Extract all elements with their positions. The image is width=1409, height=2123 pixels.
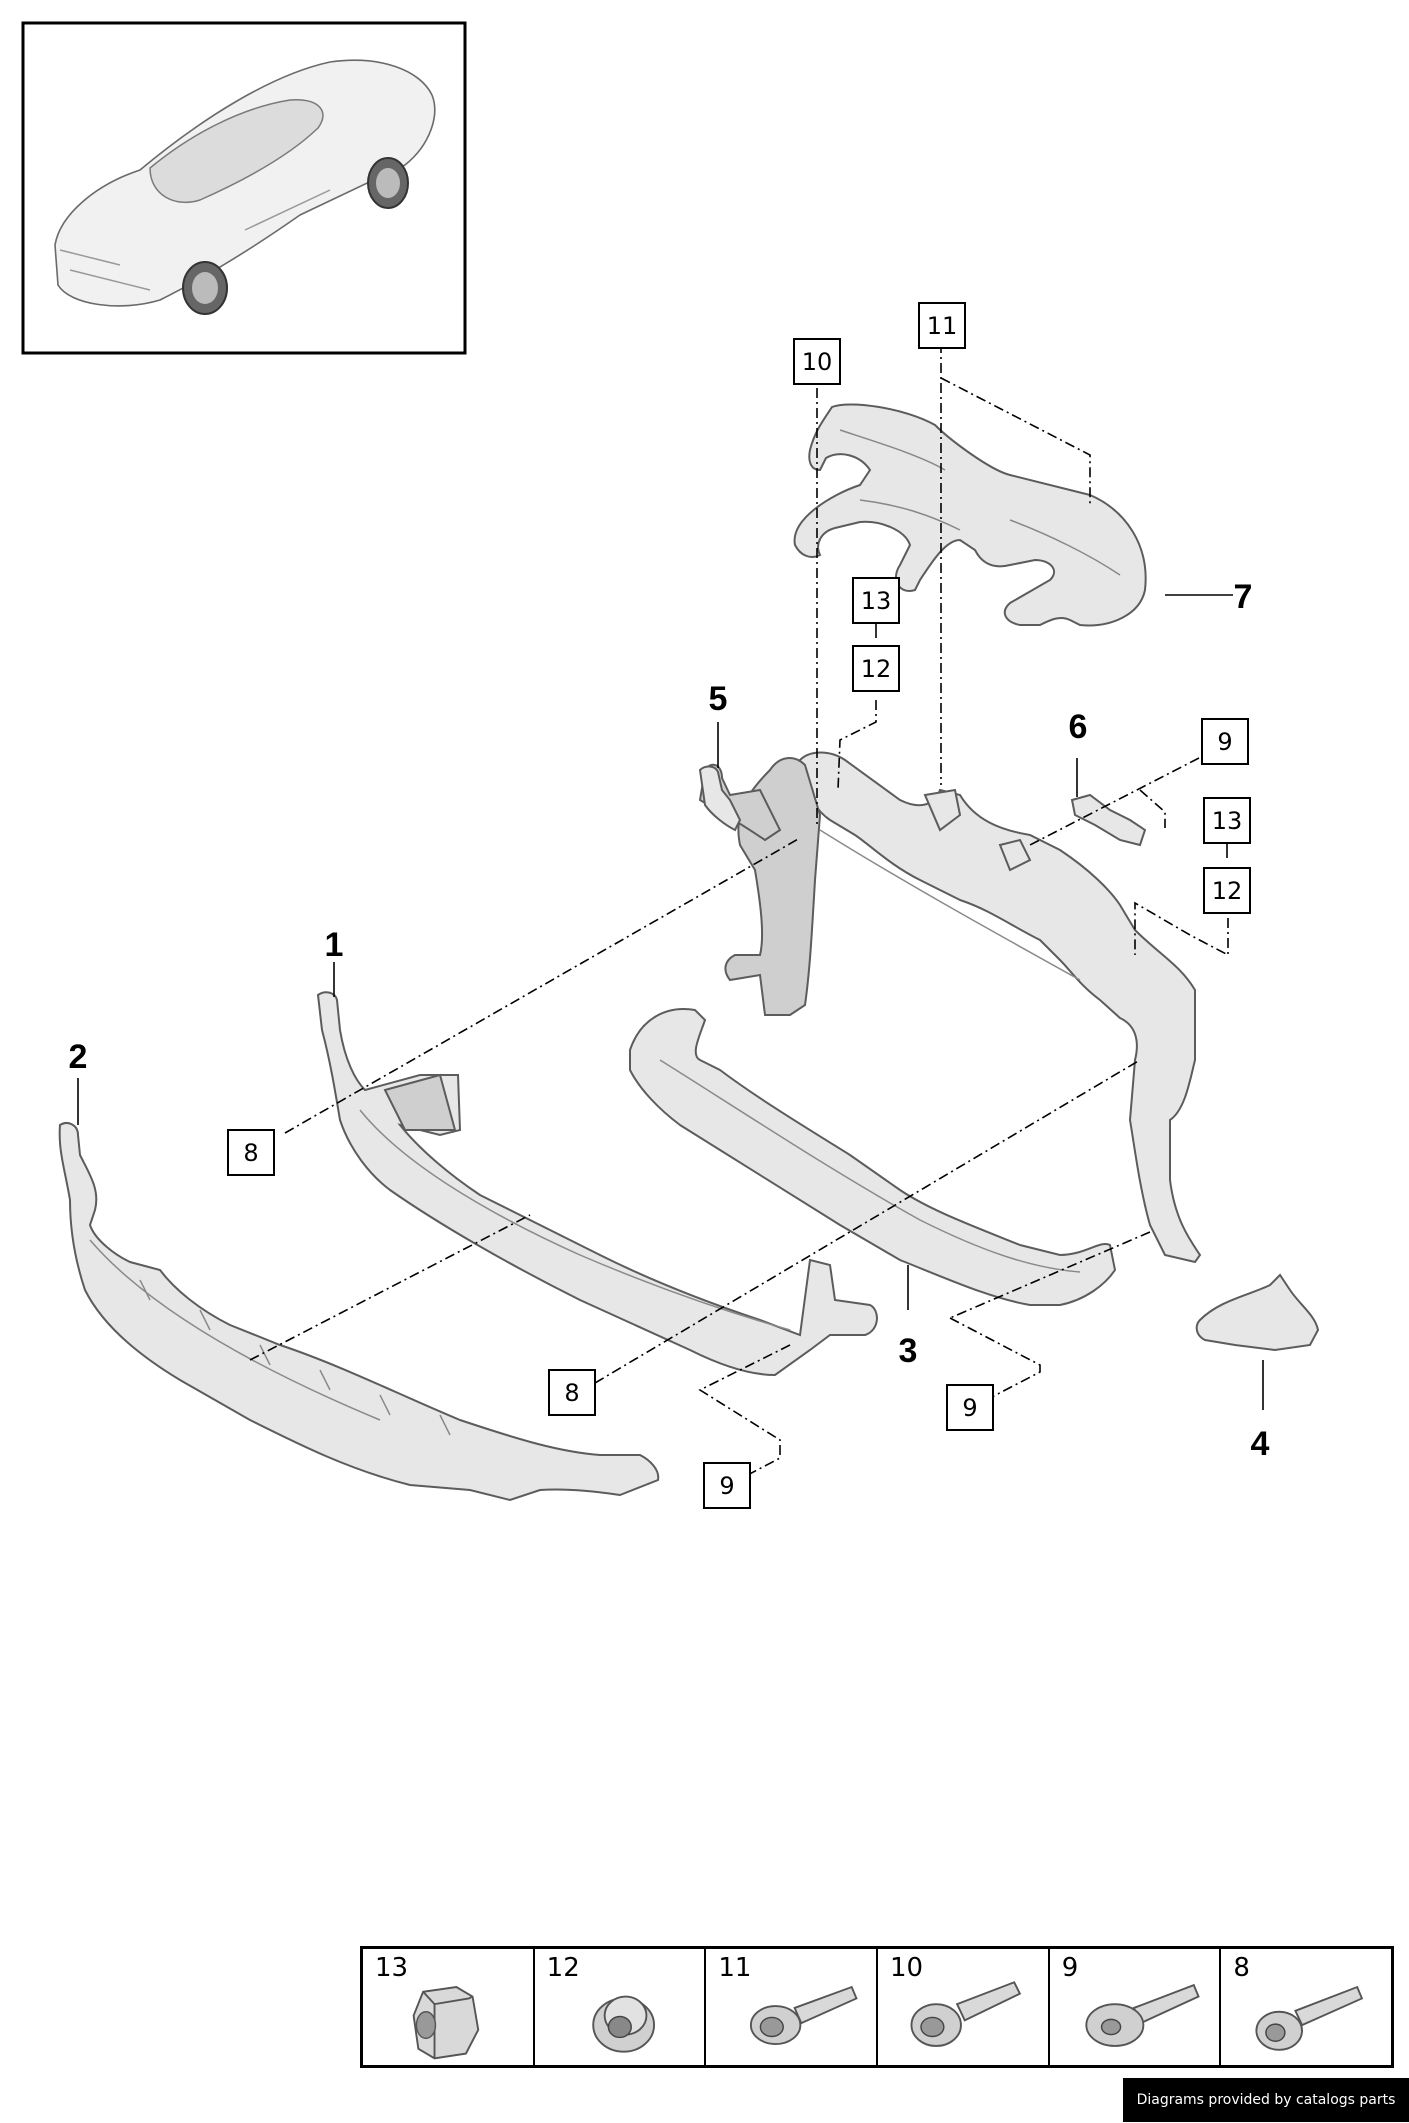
callout-box-12-upper[interactable]: 12 [852,645,900,692]
label-part-6[interactable]: 6 [1069,708,1088,746]
part-6-bracket [1070,793,1147,847]
callout-box-8-left[interactable]: 8 [227,1129,275,1176]
fastener-cell-10[interactable]: 10 [878,1949,1050,2065]
svg-text:13: 13 [1212,807,1243,835]
leader-lines [77,594,1264,1410]
callout-box-11[interactable]: 11 [918,302,966,349]
fastener-number: 12 [546,1953,580,1983]
label-part-4[interactable]: 4 [1251,1425,1270,1463]
callout-box-13-right[interactable]: 13 [1203,797,1251,844]
part-2-energy-absorber [58,1122,660,1502]
fastener-legend: 13 12 11 10 9 [360,1946,1394,2068]
callout-box-9-bottom[interactable]: 9 [703,1462,751,1509]
label-part-5[interactable]: 5 [709,680,728,718]
svg-text:9: 9 [962,1394,977,1422]
part-3-front-carrier [629,751,1202,1306]
svg-text:13: 13 [861,587,892,615]
callout-box-9-right[interactable]: 9 [1201,718,1249,765]
fastener-number: 10 [890,1953,924,1983]
svg-text:8: 8 [564,1379,579,1407]
fastener-cell-11[interactable]: 11 [706,1949,879,2065]
label-part-3[interactable]: 3 [899,1332,918,1370]
svg-text:12: 12 [1212,877,1243,905]
svg-text:12: 12 [861,655,892,683]
fastener-cell-8[interactable]: 8 [1221,1949,1391,2065]
callout-box-10[interactable]: 10 [793,338,841,385]
fastener-number: 8 [1233,1953,1250,1983]
fastener-cell-13[interactable]: 13 [363,1949,535,2065]
torx-bolt-icon [750,1985,859,2046]
fastener-number: 9 [1061,1953,1079,1983]
svg-text:9: 9 [719,1472,734,1500]
spacer-sleeve-icon [412,1986,480,2060]
hex-flange-bolt-icon [1255,1985,1364,2051]
fastener-number: 13 [375,1953,409,1983]
svg-text:11: 11 [927,312,958,340]
part-7-upper-bracket [793,403,1147,627]
label-part-1[interactable]: 1 [325,926,344,964]
credit-text: Diagrams provided by catalogs parts [1136,2092,1396,2108]
fastener-number: 11 [718,1953,752,1983]
callout-box-8-bottom[interactable]: 8 [548,1369,596,1416]
part-1-bumper-beam [316,991,878,1377]
fastener-cell-9[interactable]: 9 [1050,1949,1222,2065]
callout-box-12-right[interactable]: 12 [1203,867,1251,914]
callout-box-9-middle[interactable]: 9 [946,1384,994,1431]
label-part-2[interactable]: 2 [69,1038,88,1076]
svg-text:9: 9 [1217,728,1232,756]
dash-dot-leaders [249,343,1229,1479]
svg-text:8: 8 [243,1139,258,1167]
fastener-cell-12[interactable]: 12 [535,1949,707,2065]
part-4-side-bracket [1195,1273,1320,1352]
part-2-ribs [89,1239,451,1436]
svg-text:10: 10 [802,348,833,376]
flange-bolt-icon [910,1981,1022,2047]
label-part-7[interactable]: 7 [1234,578,1253,616]
callout-box-13-upper[interactable]: 13 [852,577,900,624]
pan-head-bolt-icon [1085,1983,1200,2047]
flange-nut-icon [591,1995,655,2053]
part-5-bracket [698,765,742,832]
credit-banner: Diagrams provided by catalogs parts [1123,2078,1409,2122]
vehicle-thumbnail [21,21,467,355]
